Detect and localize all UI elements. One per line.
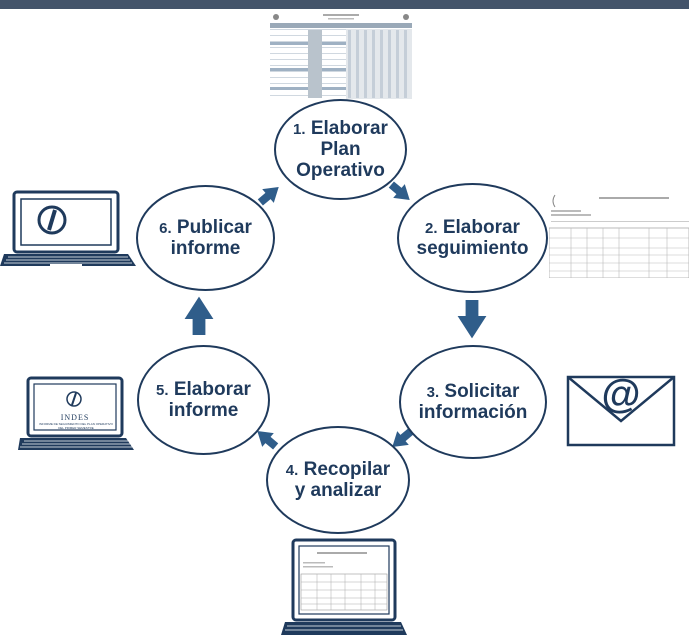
- step-label-line: informe: [170, 238, 241, 259]
- seguimiento-spreadsheet-thumbnail: [549, 193, 689, 278]
- step-label-line: Elaborar: [442, 216, 520, 238]
- laptop-informe-icon: [18, 376, 136, 452]
- step-label-line: Elaborar: [173, 378, 251, 400]
- step-label-line: Plan: [320, 138, 361, 160]
- step-number: 1.: [293, 120, 306, 138]
- step-label-line: Elaborar: [310, 117, 388, 139]
- step-1-elaborar-plan-operativo: 1. Elaborar Plan Operativo: [274, 99, 407, 200]
- step-number: 6.: [159, 219, 172, 237]
- step-number: 3.: [426, 383, 440, 401]
- step-label-line: Recopilar: [303, 458, 391, 480]
- step-6-publicar-informe: 6. Publicar informe: [136, 185, 275, 291]
- step-number: 5.: [156, 381, 169, 399]
- step-number: 2.: [425, 219, 438, 237]
- laptop-recopilar-icon: [281, 538, 407, 637]
- step-number: 4.: [285, 461, 299, 479]
- step-label-line: Operativo: [296, 160, 385, 182]
- step-5-elaborar-informe: 5. Elaborar informe: [137, 345, 270, 455]
- step-label-line: y analizar: [294, 480, 382, 501]
- top-banner: [0, 0, 689, 9]
- step-3-solicitar-informacion: 3. Solicitar información: [399, 345, 547, 459]
- step-2-elaborar-seguimiento: 2. Elaborar seguimiento: [397, 183, 548, 293]
- laptop-publicar-icon: [0, 188, 140, 270]
- step-label-line: información: [418, 402, 528, 423]
- report-cover-caption: INFORME DE SEGUIMIENTO DEL PLAN OPERATIV…: [39, 422, 113, 430]
- plan-operativo-spreadsheet-thumbnail: [268, 12, 414, 100]
- report-cover-brand: INDES: [60, 413, 90, 422]
- step-label-line: informe: [168, 400, 239, 421]
- email-at-symbol: @: [601, 372, 641, 416]
- step-label-line: seguimiento: [416, 238, 529, 259]
- step-label-line: Publicar: [176, 216, 252, 238]
- envelope-icon: [566, 375, 676, 447]
- step-label-line: Solicitar: [444, 380, 520, 402]
- step-4-recopilar-y-analizar: 4. Recopilar y analizar: [266, 426, 410, 534]
